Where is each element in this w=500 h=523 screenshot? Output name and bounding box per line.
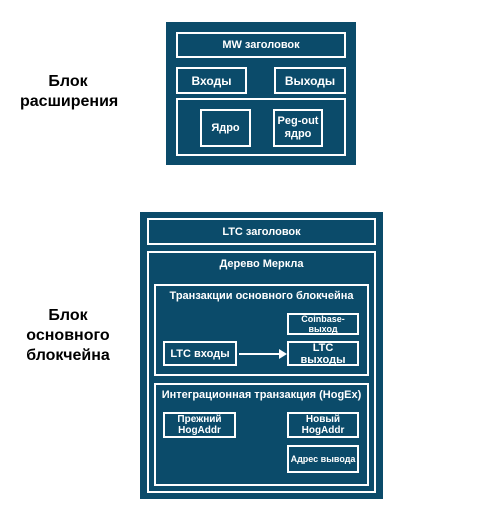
extension-block-panel: MW заголовок Входы Выходы Ядро Peg-out я… xyxy=(166,22,356,165)
main-tx-frame: Транзакции основного блокчейна Coinbase-… xyxy=(154,284,369,376)
arrow-icon xyxy=(239,349,287,359)
ltc-inputs-label: LTC входы xyxy=(170,347,230,360)
ltc-inputs-box: LTC входы xyxy=(163,341,237,366)
coinbase-output-label: Coinbase-выход xyxy=(301,314,345,334)
inputs-label: Входы xyxy=(191,73,232,88)
pegout-kernel-label: Peg-out ядро xyxy=(277,115,319,140)
ltc-header-box: LTC заголовок xyxy=(147,218,376,245)
pegout-address-box: Адрес вывода xyxy=(287,445,359,473)
merkle-tree-label: Дерево Меркла xyxy=(219,258,304,270)
ltc-outputs-box: LTC выходы xyxy=(287,341,359,366)
new-hogaddr-box: Новый HogAddr xyxy=(287,412,359,438)
integration-tx-frame: Интеграционная транзакция (HogEx) Прежни… xyxy=(154,383,369,486)
ltc-header-label: LTC заголовок xyxy=(222,225,301,238)
pegout-address-label: Адрес вывода xyxy=(290,454,356,464)
main-tx-label: Транзакции основного блокчейна xyxy=(169,290,354,302)
extension-block-label: Блок расширения xyxy=(20,73,119,110)
canonical-block-label: Блок основного блокчейна xyxy=(26,307,110,364)
merkle-tree-frame: Дерево Меркла Транзакции основного блокч… xyxy=(147,251,376,493)
ltc-outputs-label: LTC выходы xyxy=(300,341,346,366)
integration-tx-label: Интеграционная транзакция (HogEx) xyxy=(161,389,362,401)
kernel-label: Ядро xyxy=(211,122,240,134)
inputs-box: Входы xyxy=(176,67,247,94)
kernel-box: Ядро xyxy=(200,109,251,147)
kernels-frame: Ядро Peg-out ядро xyxy=(176,98,346,156)
new-hogaddr-label: Новый HogAddr xyxy=(301,414,345,436)
mw-header-box: MW заголовок xyxy=(176,32,346,58)
coinbase-output-box: Coinbase-выход xyxy=(287,313,359,335)
outputs-label: Выходы xyxy=(284,73,336,88)
outputs-box: Выходы xyxy=(274,67,346,94)
prev-hogaddr-box: Прежний HogAddr xyxy=(163,412,236,438)
pegout-kernel-box: Peg-out ядро xyxy=(273,109,323,147)
prev-hogaddr-label: Прежний HogAddr xyxy=(177,414,222,436)
canonical-block-panel: LTC заголовок Дерево Меркла Транзакции о… xyxy=(140,212,383,499)
mw-header-label: MW заголовок xyxy=(222,39,300,51)
